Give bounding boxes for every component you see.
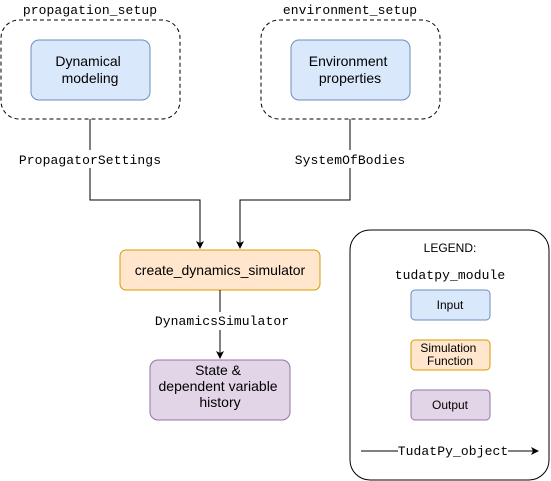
module-container-propagation-setup <box>0 19 181 120</box>
edge-label-system-of-bodies: SystemOfBodies <box>295 153 406 168</box>
node-dynamical-modeling-label: Dynamical modeling <box>55 53 124 86</box>
legend-input-label: Input <box>437 298 464 312</box>
legend-function-label: Simulation Function <box>420 341 479 368</box>
module-label-environment-setup: environment_setup <box>283 3 417 18</box>
legend-title: LEGEND: <box>424 241 477 255</box>
legend-object-label: TudatPy_object <box>398 444 509 459</box>
node-state-history <box>149 359 291 421</box>
legend-input-swatch <box>410 289 491 321</box>
node-environment-properties-line-1: Environment <box>309 53 388 69</box>
legend-output-swatch <box>410 389 491 421</box>
node-environment-properties <box>290 39 411 101</box>
node-state-history-line-1: State & <box>195 362 242 378</box>
legend-output-label: Output <box>432 398 469 412</box>
module-label-propagation-setup: propagation_setup <box>23 3 157 18</box>
legend-function-line-2: Function <box>427 354 473 368</box>
node-environment-properties-label: Environment properties <box>309 53 391 86</box>
legend-function-swatch <box>410 339 491 371</box>
legend-function-line-1: Simulation <box>420 341 476 355</box>
module-container-environment-setup <box>260 19 441 120</box>
legend-box <box>349 229 550 481</box>
node-dynamical-modeling-line-2: modeling <box>62 70 119 86</box>
node-create-dynamics-simulator-label: create_dynamics_simulator <box>135 262 306 278</box>
edge-propagator-settings-lower <box>89 168 204 249</box>
node-environment-properties-line-2: properties <box>319 70 381 86</box>
node-state-history-line-3: history <box>199 394 240 410</box>
node-state-history-label: State & dependent variable history <box>159 362 282 410</box>
legend-module-sample: tudatpy_module <box>395 268 506 283</box>
edge-label-propagator-settings: PropagatorSettings <box>19 153 161 168</box>
node-state-history-line-2: dependent variable <box>159 378 278 394</box>
node-dynamical-modeling <box>30 39 151 101</box>
edge-label-dynamics-simulator: DynamicsSimulator <box>155 314 289 329</box>
edge-system-of-bodies-lower <box>236 168 351 249</box>
node-dynamical-modeling-line-1: Dynamical <box>55 53 120 69</box>
